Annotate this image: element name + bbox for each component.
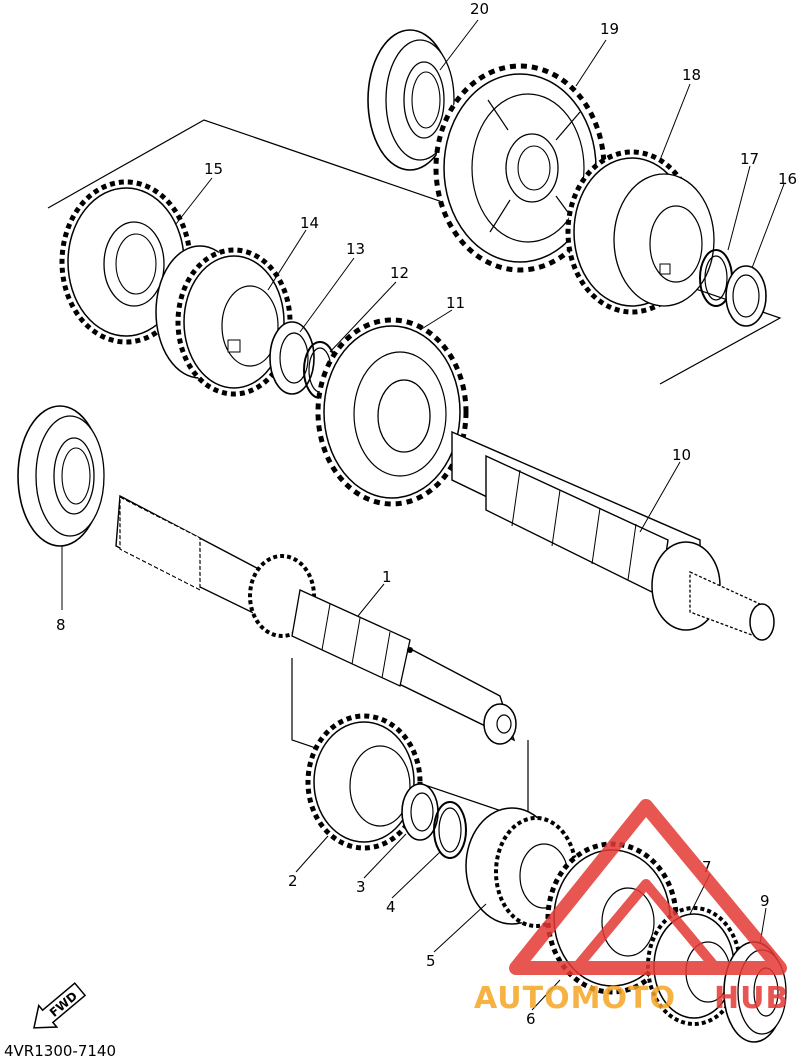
watermark-text-left: AUTOMOTO — [474, 981, 676, 1016]
callout-18: 18 — [682, 66, 701, 84]
callout-20: 20 — [470, 0, 489, 18]
part-2-gear — [305, 713, 423, 851]
callout-2: 2 — [288, 872, 298, 890]
callout-17: 17 — [740, 150, 759, 168]
fwd-arrow: FWD — [33, 982, 87, 1029]
part-14-gear — [155, 245, 293, 397]
callout-8: 8 — [56, 616, 66, 634]
callout-3: 3 — [356, 878, 366, 896]
part-1-shaft — [115, 494, 517, 745]
part-18-gear — [565, 149, 715, 315]
callout-9: 9 — [760, 892, 770, 910]
callout-12: 12 — [390, 264, 409, 282]
callout-16: 16 — [778, 170, 797, 188]
callout-labels: 20 19 18 17 16 15 14 13 12 11 10 1 8 2 3… — [56, 0, 797, 1028]
callout-10: 10 — [672, 446, 691, 464]
callout-15: 15 — [204, 160, 223, 178]
part-16-washer — [725, 265, 767, 327]
part-13-washer — [269, 321, 315, 395]
watermark: AUTOMOTO HUB — [474, 799, 789, 1016]
callout-6: 6 — [526, 1010, 536, 1028]
part-4-circlip — [433, 801, 467, 859]
callout-13: 13 — [346, 240, 365, 258]
part-11-gear — [315, 317, 469, 507]
callout-1: 1 — [382, 568, 392, 586]
callout-7: 7 — [702, 858, 712, 876]
part-3-washer — [401, 783, 439, 841]
part-8-bearing — [17, 405, 105, 547]
part-19-gear — [433, 63, 607, 273]
part-code: 4VR1300-7140 — [4, 1042, 116, 1059]
callout-4: 4 — [386, 898, 396, 916]
leader-lines — [61, 19, 785, 1011]
callout-14: 14 — [300, 214, 319, 232]
callout-11: 11 — [446, 294, 465, 312]
watermark-logo-icon — [509, 799, 787, 975]
part-10-main-axle — [451, 430, 775, 641]
callout-19: 19 — [600, 20, 619, 38]
watermark-text-right: HUB — [714, 981, 789, 1016]
callout-5: 5 — [426, 952, 436, 970]
